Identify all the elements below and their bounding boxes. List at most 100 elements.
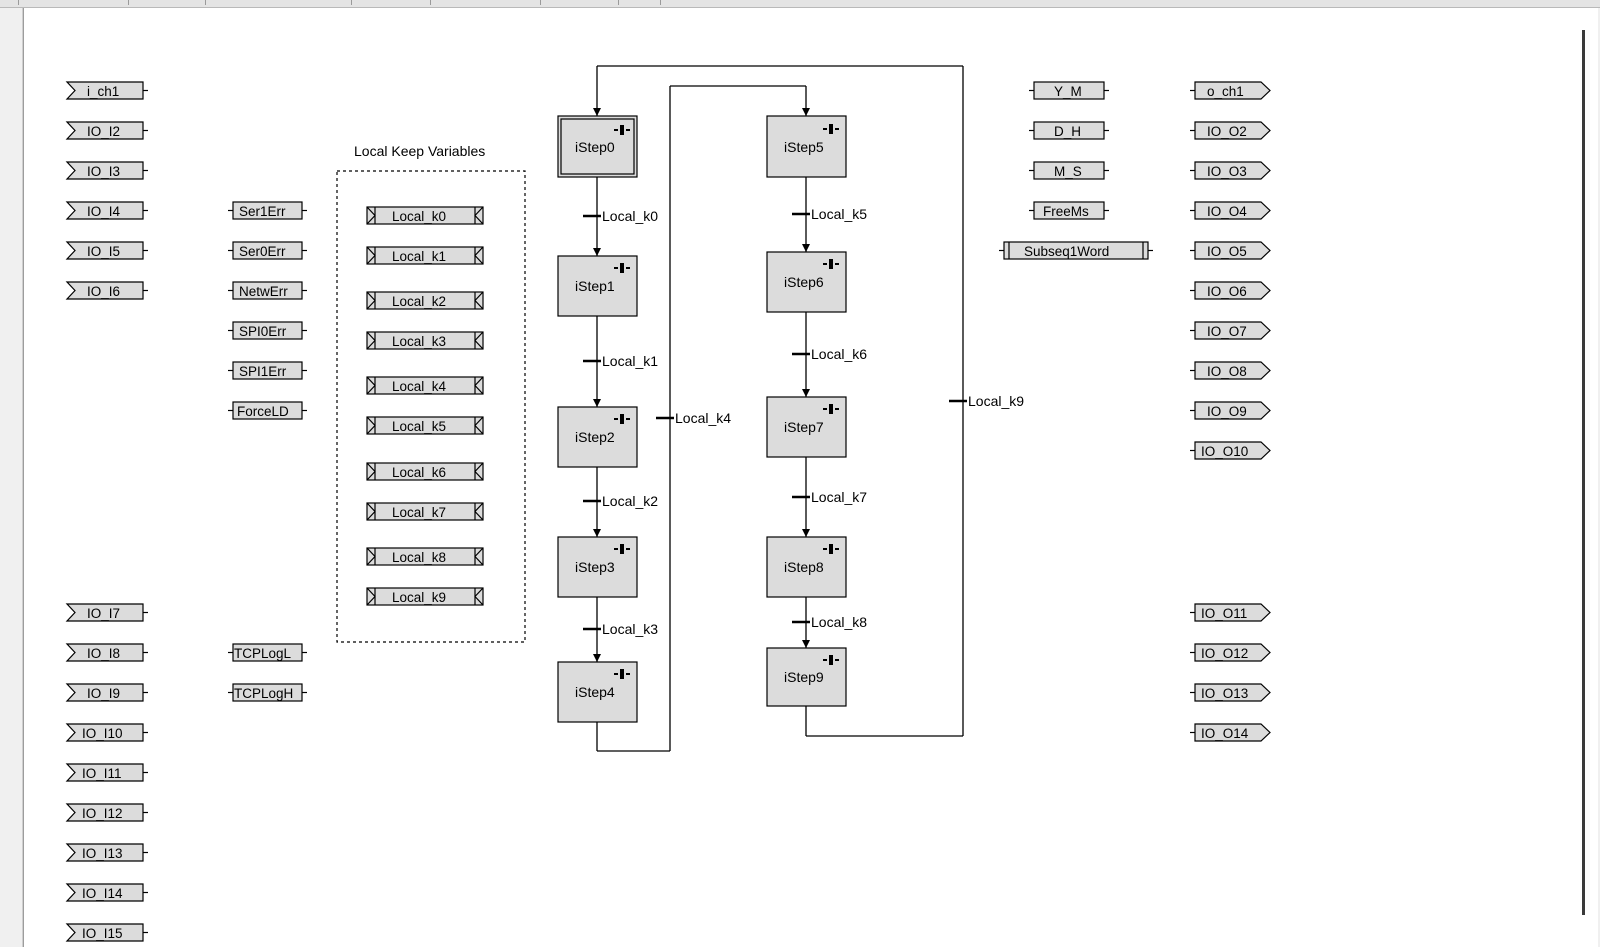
- output-variable[interactable]: IO_O7: [1190, 321, 1271, 340]
- word-variable-label: Subseq1Word: [1024, 244, 1109, 259]
- system-variable[interactable]: TCPLogL: [228, 643, 307, 662]
- system-variable[interactable]: SPI1Err: [228, 361, 307, 380]
- system-variable-label: TCPLogH: [234, 686, 293, 701]
- keep-variable[interactable]: Local_k5: [366, 416, 484, 435]
- step-flag-icon: [823, 124, 839, 134]
- output-variable-label: IO_O10: [1201, 444, 1248, 459]
- step-label: iStep1: [575, 278, 615, 294]
- output-variable[interactable]: IO_O5: [1190, 241, 1271, 260]
- transition[interactable]: Local_k6: [792, 346, 867, 362]
- system-variable[interactable]: TCPLogH: [228, 683, 307, 702]
- input-variable-label: IO_I11: [82, 766, 122, 781]
- step-box[interactable]: iStep5: [766, 115, 847, 178]
- step-box[interactable]: iStep8: [766, 536, 847, 598]
- output-variable[interactable]: IO_O12: [1190, 643, 1271, 662]
- keep-variable[interactable]: Local_k7: [366, 502, 484, 521]
- output-variable-label: IO_O11: [1201, 606, 1247, 621]
- input-variable[interactable]: IO_I14: [65, 883, 148, 902]
- step-box[interactable]: iStep7: [766, 396, 847, 458]
- step-box[interactable]: iStep3: [557, 536, 638, 598]
- transition-label: Local_k4: [675, 410, 731, 426]
- initial-step-box[interactable]: iStep0: [557, 115, 638, 178]
- input-variable[interactable]: IO_I15: [65, 923, 148, 942]
- transition-label: Local_k5: [811, 206, 867, 222]
- keep-variable[interactable]: Local_k0: [366, 206, 484, 225]
- input-variable[interactable]: IO_I11: [65, 763, 148, 782]
- output-variable[interactable]: IO_O4: [1190, 201, 1271, 220]
- system-variable[interactable]: Ser0Err: [228, 241, 307, 260]
- step-box[interactable]: iStep1: [557, 255, 638, 317]
- transition[interactable]: Local_k1: [583, 353, 658, 369]
- input-variable[interactable]: IO_I9: [65, 683, 148, 702]
- transition[interactable]: Local_k5: [792, 206, 867, 222]
- output-variable[interactable]: IO_O13: [1190, 683, 1271, 702]
- word-variable[interactable]: Subseq1Word: [999, 241, 1153, 260]
- transition[interactable]: Local_k9: [949, 393, 1024, 409]
- sfc-diagram[interactable]: Local_k0 Local_k1 Local_k2 Local_k3 Loca…: [24, 8, 1598, 947]
- input-variable[interactable]: IO_I7: [65, 603, 148, 622]
- top-tab-strip: [0, 0, 1600, 8]
- output-variable[interactable]: IO_O3: [1190, 161, 1271, 180]
- input-variable[interactable]: IO_I8: [65, 643, 148, 662]
- transition[interactable]: Local_k8: [792, 614, 867, 630]
- keep-variable[interactable]: Local_k4: [366, 376, 484, 395]
- left-gutter: [0, 8, 23, 947]
- transition[interactable]: Local_k2: [583, 493, 658, 509]
- input-variable[interactable]: i_ch1: [65, 81, 148, 100]
- transition[interactable]: Local_k4: [656, 410, 731, 426]
- transition-label: Local_k3: [602, 621, 658, 637]
- transition[interactable]: Local_k7: [792, 489, 867, 505]
- keep-variable[interactable]: Local_k3: [366, 331, 484, 350]
- keep-variable[interactable]: Local_k8: [366, 547, 484, 566]
- output-variable[interactable]: o_ch1: [1190, 81, 1271, 100]
- time-variable[interactable]: M_S: [1029, 161, 1109, 180]
- output-variable[interactable]: IO_O6: [1190, 281, 1271, 300]
- step-box[interactable]: iStep9: [766, 647, 847, 707]
- time-variable[interactable]: FreeMs: [1029, 201, 1109, 220]
- time-variable[interactable]: D_H: [1029, 121, 1109, 140]
- diagram-canvas[interactable]: Local_k0 Local_k1 Local_k2 Local_k3 Loca…: [23, 8, 1598, 947]
- output-variable[interactable]: IO_O11: [1190, 603, 1271, 622]
- system-variable[interactable]: SPI0Err: [228, 321, 307, 340]
- input-variable[interactable]: IO_I4: [65, 201, 148, 220]
- system-variable-label: ForceLD: [237, 404, 289, 419]
- system-variable[interactable]: Ser1Err: [228, 201, 307, 220]
- transition-label: Local_k0: [602, 208, 658, 224]
- step-box[interactable]: iStep2: [557, 406, 638, 468]
- output-variable-label: IO_O7: [1207, 324, 1247, 339]
- input-variable[interactable]: IO_I12: [65, 803, 148, 822]
- output-variable[interactable]: IO_O8: [1190, 361, 1271, 380]
- input-variable[interactable]: IO_I13: [65, 843, 148, 862]
- keep-variable[interactable]: Local_k9: [366, 587, 484, 606]
- system-variable-label: Ser0Err: [239, 244, 286, 259]
- time-variable-label: FreeMs: [1043, 204, 1089, 219]
- output-variable-label: IO_O12: [1201, 646, 1248, 661]
- keep-variable[interactable]: Local_k6: [366, 462, 484, 481]
- output-variable-label: IO_O2: [1207, 124, 1247, 139]
- system-variable[interactable]: NetwErr: [228, 281, 307, 300]
- transition[interactable]: Local_k0: [583, 208, 658, 224]
- step-box[interactable]: iStep4: [557, 661, 638, 723]
- input-variable-label: IO_I3: [87, 164, 120, 179]
- input-variable[interactable]: IO_I5: [65, 241, 148, 260]
- input-variable[interactable]: IO_I6: [65, 281, 148, 300]
- keep-variable-label: Local_k1: [392, 249, 446, 264]
- vertical-scrollbar[interactable]: [1582, 30, 1585, 915]
- input-variable[interactable]: IO_I3: [65, 161, 148, 180]
- system-variable[interactable]: ForceLD: [228, 401, 307, 420]
- input-variable[interactable]: IO_I10: [65, 723, 148, 742]
- keep-variable[interactable]: Local_k1: [366, 246, 484, 265]
- output-variable[interactable]: IO_O2: [1190, 121, 1271, 140]
- step-label: iStep2: [575, 429, 615, 445]
- output-variable[interactable]: IO_O14: [1190, 723, 1271, 742]
- output-variable[interactable]: IO_O9: [1190, 401, 1271, 420]
- transition-label: Local_k7: [811, 489, 867, 505]
- keep-variable[interactable]: Local_k2: [366, 291, 484, 310]
- input-variable[interactable]: IO_I2: [65, 121, 148, 140]
- output-variable[interactable]: IO_O10: [1190, 441, 1271, 460]
- input-variable-label: i_ch1: [87, 84, 119, 99]
- time-variable[interactable]: Y_M: [1029, 81, 1109, 100]
- keep-variable-label: Local_k4: [392, 379, 447, 394]
- step-box[interactable]: iStep6: [766, 251, 847, 313]
- transition[interactable]: Local_k3: [583, 621, 658, 637]
